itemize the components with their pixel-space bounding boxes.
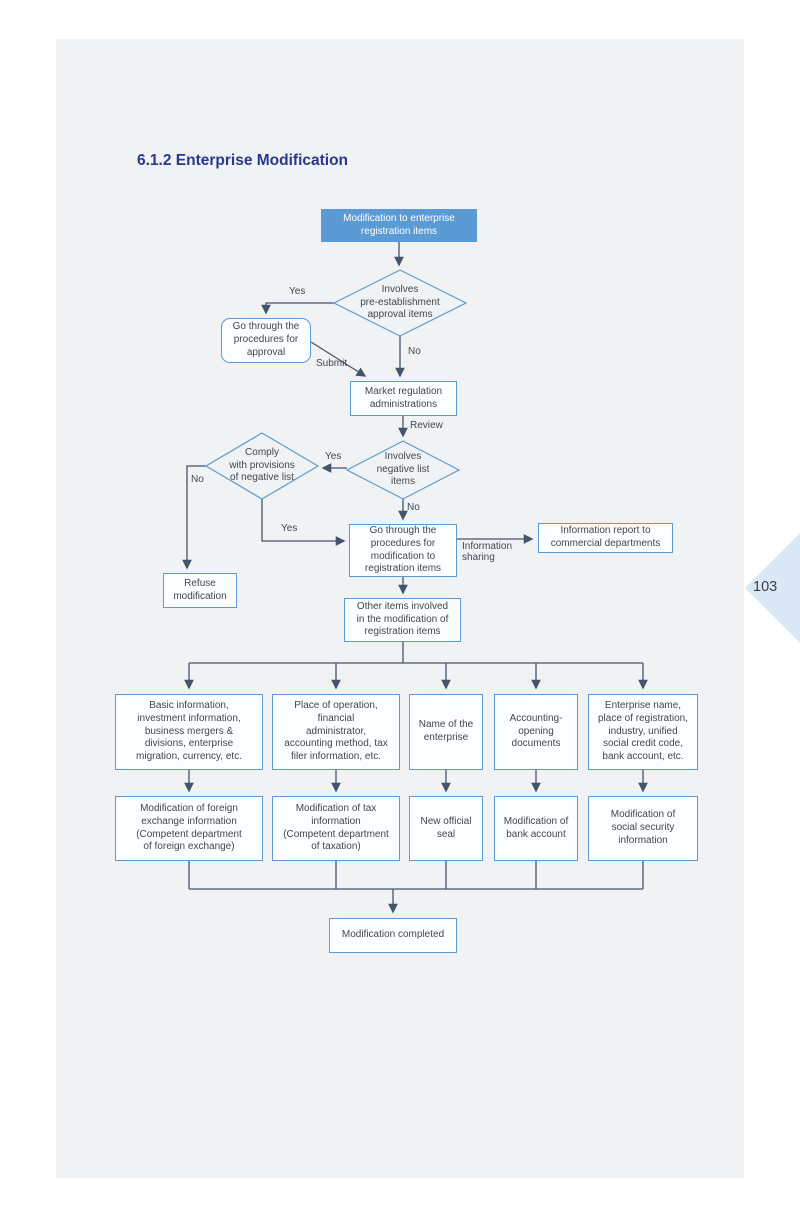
edge-label-information-sharing: Information sharing bbox=[462, 541, 513, 563]
edge-label-yes-negative-list: Yes bbox=[325, 451, 342, 462]
section-title: 6.1.2 Enterprise Modification bbox=[137, 152, 349, 169]
node-new-official-seal: New official seal bbox=[409, 796, 483, 861]
edge-label-no-negative-list: No bbox=[407, 502, 420, 513]
edge-label-no-pre-establishment: No bbox=[408, 346, 421, 357]
edge-label-review: Review bbox=[410, 420, 443, 431]
node-accounting-documents: Accounting- opening documents bbox=[494, 694, 578, 770]
edge-label-yes-pre-establishment: Yes bbox=[289, 286, 306, 297]
node-registration-details: Enterprise name, place of registration, … bbox=[588, 694, 698, 770]
node-start: Modification to enterprise registration … bbox=[321, 209, 477, 242]
node-enterprise-name: Name of the enterprise bbox=[409, 694, 483, 770]
diamond-comply bbox=[204, 432, 320, 500]
node-approval-procedures: Go through the procedures for approval bbox=[221, 318, 311, 363]
node-refuse-modification: Refuse modification bbox=[163, 573, 237, 608]
node-other-items: Other items involved in the modification… bbox=[344, 598, 461, 642]
decision-diamonds bbox=[204, 269, 468, 500]
node-basic-information: Basic information, investment informatio… bbox=[115, 694, 263, 770]
node-pre-establishment-label: Involves pre-establishment approval item… bbox=[360, 284, 440, 321]
node-bank-account-modification: Modification of bank account bbox=[494, 796, 578, 861]
node-comply-label: Comply with provisions of negative list bbox=[229, 447, 295, 484]
node-foreign-exchange-modification: Modification of foreign exchange informa… bbox=[115, 796, 263, 861]
diamond-pre-establishment bbox=[332, 269, 468, 337]
node-modification-procedures: Go through the procedures for modificati… bbox=[349, 524, 457, 577]
node-tax-modification: Modification of tax information (Compete… bbox=[272, 796, 400, 861]
node-social-security-modification: Modification of social security informat… bbox=[588, 796, 698, 861]
node-information-report: Information report to commercial departm… bbox=[538, 523, 673, 553]
page-corner-triangle bbox=[745, 533, 800, 643]
edge-label-yes-comply: Yes bbox=[281, 523, 298, 534]
edge-label-no-comply: No bbox=[191, 474, 204, 485]
node-market-regulation: Market regulation administrations bbox=[350, 381, 457, 416]
connector-lines bbox=[182, 242, 648, 914]
diamond-negative-list bbox=[345, 440, 461, 500]
page-number: 103 bbox=[753, 579, 778, 595]
node-place-of-operation: Place of operation, financial administra… bbox=[272, 694, 400, 770]
node-negative-list-label: Involves negative list items bbox=[376, 451, 430, 488]
node-modification-completed: Modification completed bbox=[329, 918, 457, 953]
edge-label-submit: Submit bbox=[316, 358, 348, 369]
